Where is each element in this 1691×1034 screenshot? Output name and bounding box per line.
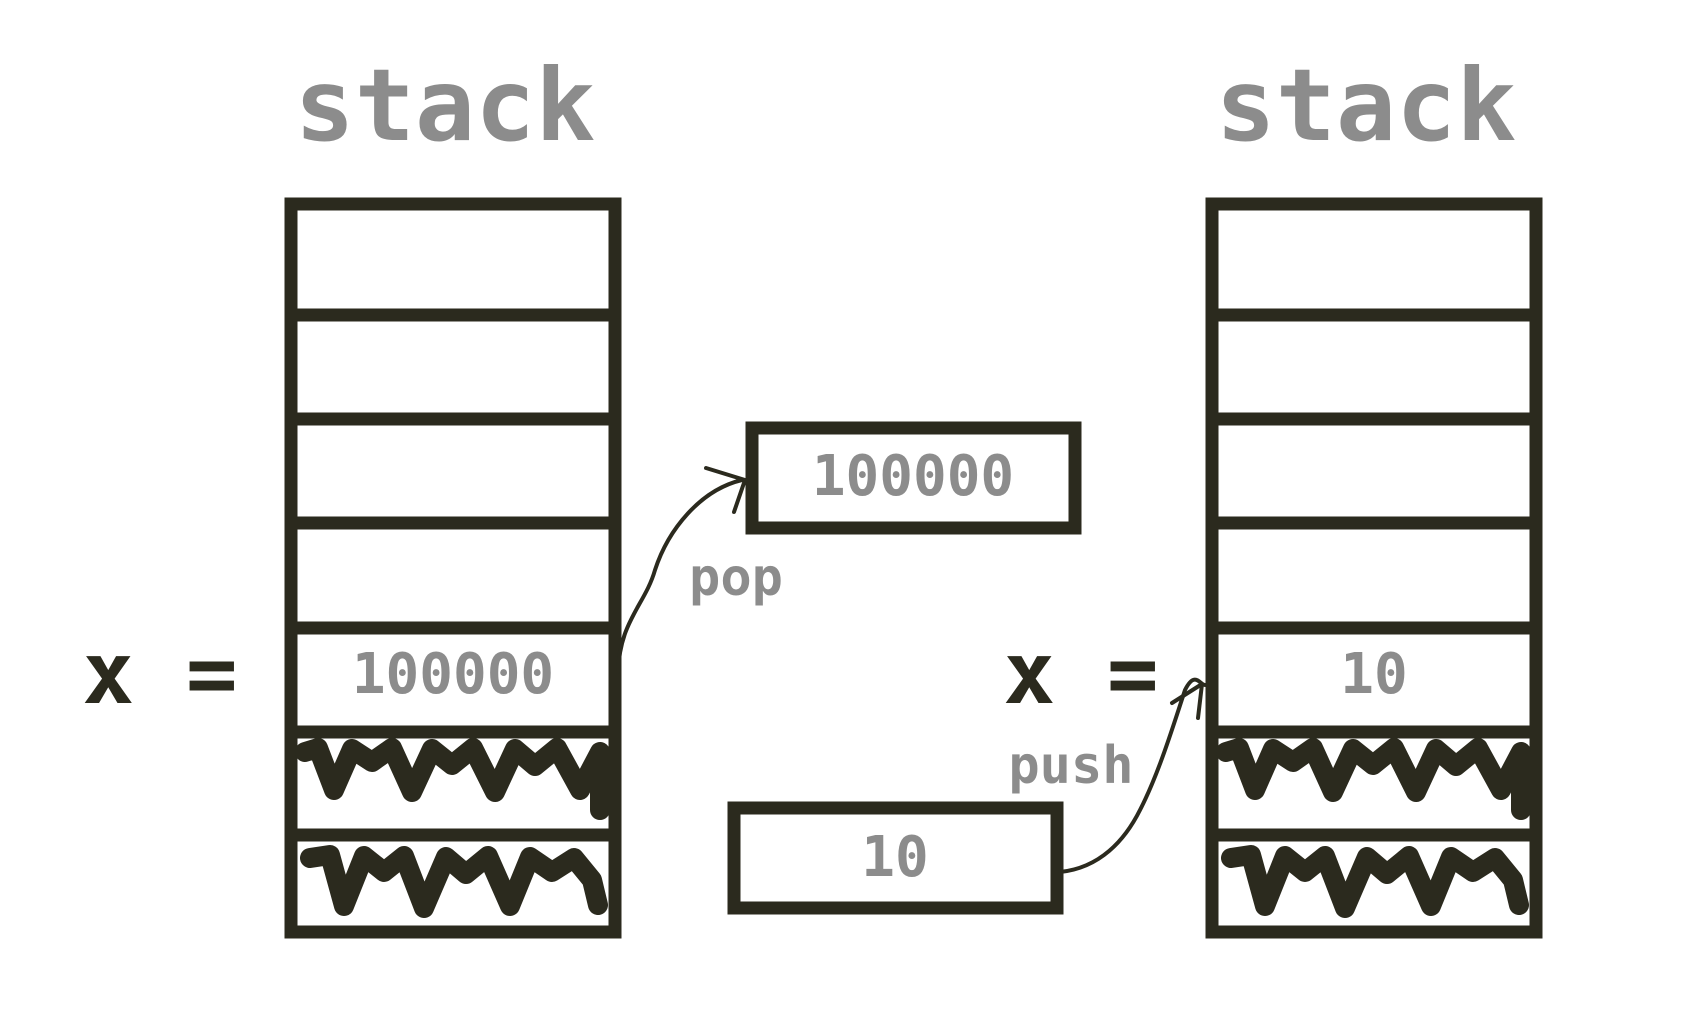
pop-arrow-curve [616,478,744,674]
left-stack [284,197,622,939]
right-stack-value: 10 [1340,642,1407,707]
right-stack-title: stack [1215,47,1516,164]
pushed-box-frame [727,801,1064,915]
right-stack [1205,197,1543,939]
scribble-fill [1221,845,1529,918]
pop-arrow [616,466,747,674]
pushed-box-value: 10 [861,825,928,890]
push-arrow [1058,677,1207,874]
scribble-fill [295,738,610,820]
left-stack-title: stack [294,47,595,164]
push-label: push [1008,736,1133,796]
left-var-label: x = [82,624,237,724]
right-stack-frame [1205,197,1543,939]
push-arrow-curve [1058,677,1207,874]
popped-box-frame [745,421,1082,535]
left-stack-value: 100000 [352,642,554,707]
popped-box-value: 100000 [812,444,1014,509]
push-arrow-head [1170,682,1204,720]
popped-value-box: 100000 [745,421,1082,535]
pop-label: pop [689,548,783,608]
right-stack-filled-slots [1216,738,1531,918]
right-var-label: x = [1003,624,1158,724]
left-stack-frame [284,197,622,939]
pop-arrow-head [704,466,747,514]
left-stack-filled-slots [295,738,610,918]
pushed-value-box: 10 [727,801,1064,915]
scribble-fill [300,845,608,918]
scribble-fill [1216,738,1531,820]
